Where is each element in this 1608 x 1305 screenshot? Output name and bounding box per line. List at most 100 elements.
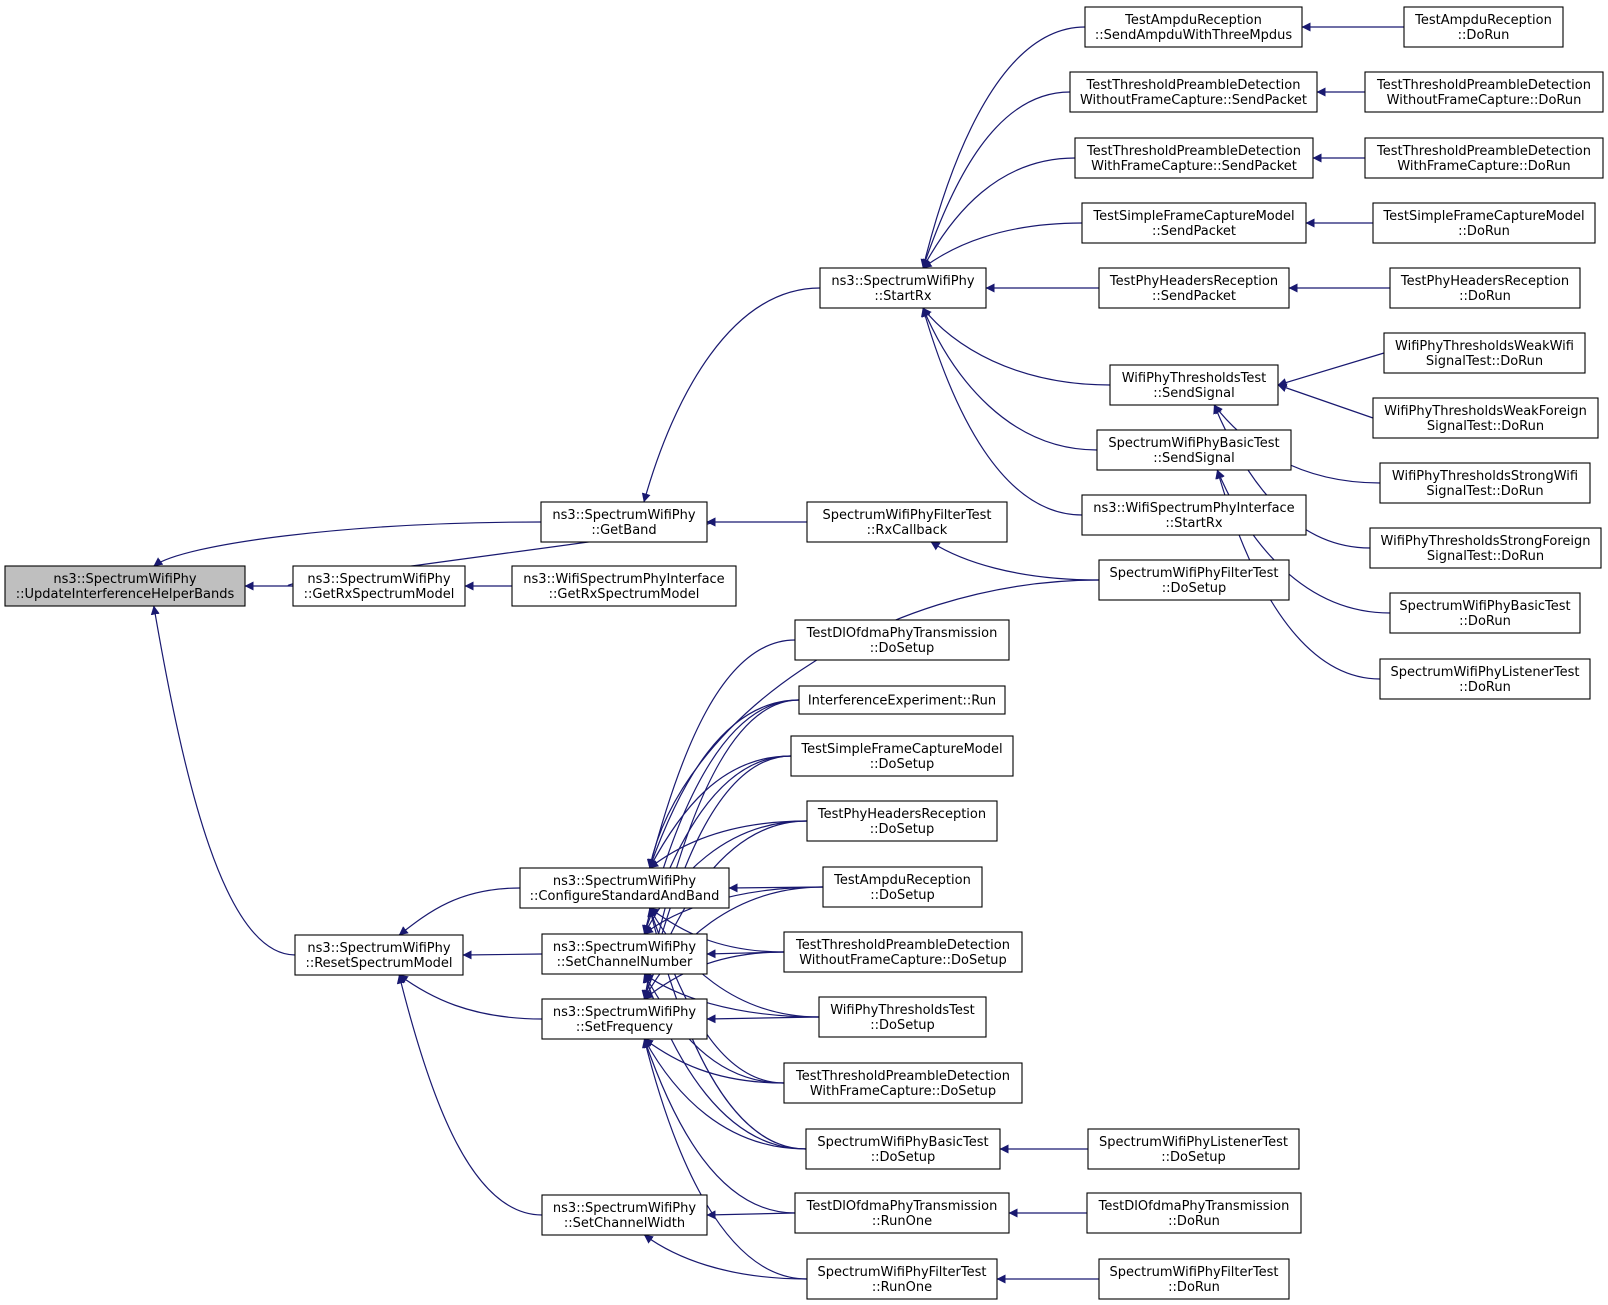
node-listener_dorun[interactable]: SpectrumWifiPhyListenerTest::DoRun: [1379, 658, 1591, 700]
node-swpbt_dorun[interactable]: SpectrumWifiPhyBasicTest::DoRun: [1389, 592, 1581, 634]
node-tpd_wo_dosetup[interactable]: TestThresholdPreambleDetectionWithoutFra…: [783, 931, 1023, 973]
node-label: ::DoRun: [1459, 680, 1511, 695]
node-box: [1098, 559, 1290, 601]
edge-filt_runone-to-setchw: [643, 1234, 808, 1280]
node-configsb[interactable]: ns3::SpectrumWifiPhy::ConfigureStandardA…: [519, 867, 730, 909]
node-interf_run[interactable]: InterferenceExperiment::Run: [798, 685, 1006, 715]
node-label: TestPhyHeadersReception: [1400, 274, 1569, 289]
edge-filt_dosetup-to-filtrxcb: [930, 541, 1100, 581]
node-box: [1364, 137, 1604, 179]
node-tpd_wo_send[interactable]: TestThresholdPreambleDetectionWithoutFra…: [1069, 71, 1318, 113]
node-label: ::SendSignal: [1153, 451, 1234, 466]
node-setchnum[interactable]: ns3::SpectrumWifiPhy::SetChannelNumber: [541, 933, 708, 975]
node-label: WithFrameCapture::DoRun: [1397, 159, 1570, 174]
node-box: [794, 1192, 1010, 1234]
node-label: ::DoSetup: [871, 1150, 936, 1165]
edge-setchw-to-resetsm: [396, 974, 543, 1216]
node-label: ::DoSetup: [870, 822, 935, 837]
node-setchw[interactable]: ns3::SpectrumWifiPhy::SetChannelWidth: [541, 1194, 708, 1236]
node-swpbt_sendsig[interactable]: SpectrumWifiPhyBasicTest::SendSignal: [1096, 429, 1292, 471]
node-tpd_wo_dorun[interactable]: TestThresholdPreambleDetectionWithoutFra…: [1364, 71, 1604, 113]
node-box: [1098, 267, 1290, 309]
node-label: ns3::SpectrumWifiPhy: [307, 572, 450, 587]
node-startrx[interactable]: ns3::SpectrumWifiPhy::StartRx: [819, 267, 987, 309]
node-box: [511, 565, 737, 607]
node-resetsm[interactable]: ns3::SpectrumWifiPhy::ResetSpectrumModel: [294, 934, 464, 976]
edge-resetsm-to-root: [150, 605, 296, 956]
node-setfreq[interactable]: ns3::SpectrumWifiPhy::SetFrequency: [541, 998, 708, 1040]
edge-weakforeign-to-wpt_sendsig: [1277, 383, 1374, 419]
node-phr_dosetup[interactable]: TestPhyHeadersReception::DoSetup: [806, 800, 998, 842]
node-label: ::SetChannelNumber: [557, 955, 693, 970]
node-label: ::SendAmpduWithThreeMpdus: [1095, 28, 1293, 43]
node-ampdu_send[interactable]: TestAmpduReception::SendAmpduWithThreeMp…: [1084, 6, 1303, 48]
node-root[interactable]: ns3::SpectrumWifiPhy::UpdateInterference…: [4, 565, 246, 607]
node-label: TestAmpduReception: [1124, 13, 1262, 28]
node-box: [790, 735, 1014, 777]
node-filtrxcb[interactable]: SpectrumWifiPhyFilterTest::RxCallback: [806, 501, 1008, 543]
node-label: WithoutFrameCapture::SendPacket: [1080, 93, 1307, 108]
edge-tpd_w_dosetup-to-setfreq: [643, 1038, 785, 1084]
node-tpd_w_send[interactable]: TestThresholdPreambleDetectionWithFrameC…: [1074, 137, 1314, 179]
node-box: [819, 267, 987, 309]
node-wpt_dosetup[interactable]: WifiPhyThresholdsTest::DoSetup: [818, 996, 987, 1038]
node-box: [1372, 202, 1596, 244]
node-strongwifi[interactable]: WifiPhyThresholdsStrongWifiSignalTest::D…: [1379, 462, 1591, 504]
node-ampdu_dorun[interactable]: TestAmpduReception::DoRun: [1403, 6, 1564, 48]
node-label: WithoutFrameCapture::DoSetup: [799, 953, 1007, 968]
node-label: TestAmpduReception: [1414, 13, 1552, 28]
node-wspi_startrx[interactable]: ns3::WifiSpectrumPhyInterface::StartRx: [1081, 494, 1307, 536]
node-tpd_w_dorun[interactable]: TestThresholdPreambleDetectionWithFrameC…: [1364, 137, 1604, 179]
node-filt_runone[interactable]: SpectrumWifiPhyFilterTest::RunOne: [806, 1258, 998, 1300]
node-getrxsm[interactable]: ns3::SpectrumWifiPhy::GetRxSpectrumModel: [292, 565, 466, 607]
node-label: ::DoSetup: [870, 1018, 935, 1033]
node-weakforeign[interactable]: WifiPhyThresholdsWeakForeignSignalTest::…: [1372, 397, 1599, 439]
edge-swpbt_dosetup-to-setfreq: [643, 1038, 807, 1150]
node-box: [292, 565, 466, 607]
node-label: TestThresholdPreambleDetection: [1086, 144, 1301, 159]
node-box: [1389, 592, 1581, 634]
node-label: ::SendPacket: [1152, 224, 1236, 239]
node-dlofdma_dosetup[interactable]: TestDlOfdmaPhyTransmission::DoSetup: [794, 619, 1010, 661]
node-label: SpectrumWifiPhyFilterTest: [818, 1265, 987, 1280]
edge-startrx-to-getband: [641, 287, 821, 503]
node-box: [541, 1194, 708, 1236]
node-label: ::UpdateInterferenceHelperBands: [16, 587, 235, 602]
node-strongforeign[interactable]: WifiPhyThresholdsStrongForeignSignalTest…: [1369, 527, 1602, 569]
node-box: [1403, 6, 1564, 48]
node-label: SpectrumWifiPhyListenerTest: [1099, 1135, 1288, 1150]
node-wpt_sendsig[interactable]: WifiPhyThresholdsTest::SendSignal: [1109, 364, 1279, 406]
node-wspi_getrx[interactable]: ns3::WifiSpectrumPhyInterface::GetRxSpec…: [511, 565, 737, 607]
node-label: ns3::SpectrumWifiPhy: [553, 874, 696, 889]
node-weakwifi[interactable]: WifiPhyThresholdsWeakWifiSignalTest::DoR…: [1383, 332, 1586, 374]
node-ampdu_dosetup[interactable]: TestAmpduReception::DoSetup: [822, 866, 983, 908]
edge-wpt_dosetup-to-setfreq: [706, 1014, 820, 1024]
node-getband[interactable]: ns3::SpectrumWifiPhy::GetBand: [540, 501, 708, 543]
node-label: SignalTest::DoRun: [1426, 354, 1543, 369]
node-dlofdma_runone[interactable]: TestDlOfdmaPhyTransmission::RunOne: [794, 1192, 1010, 1234]
node-filt_dorun[interactable]: SpectrumWifiPhyFilterTest::DoRun: [1098, 1258, 1290, 1300]
node-phr_dorun[interactable]: TestPhyHeadersReception::DoRun: [1389, 267, 1581, 309]
node-label: ns3::SpectrumWifiPhy: [553, 1005, 696, 1020]
node-label: WithFrameCapture::SendPacket: [1091, 159, 1297, 174]
node-label: WithoutFrameCapture::DoRun: [1387, 93, 1582, 108]
node-label: ns3::SpectrumWifiPhy: [552, 508, 695, 523]
node-label: TestThresholdPreambleDetection: [1376, 144, 1591, 159]
node-box: [818, 996, 987, 1038]
node-listener_dosetup[interactable]: SpectrumWifiPhyListenerTest::DoSetup: [1087, 1128, 1300, 1170]
node-box: [806, 501, 1008, 543]
node-box: [798, 685, 1006, 715]
node-sfcm_dosetup[interactable]: TestSimpleFrameCaptureModel::DoSetup: [790, 735, 1014, 777]
node-label: ::DoSetup: [1161, 1150, 1226, 1165]
node-label: ::DoRun: [1459, 614, 1511, 629]
node-label: ::DoSetup: [1162, 581, 1227, 596]
node-tpd_w_dosetup[interactable]: TestThresholdPreambleDetectionWithFrameC…: [783, 1062, 1023, 1104]
node-filt_dosetup[interactable]: SpectrumWifiPhyFilterTest::DoSetup: [1098, 559, 1290, 601]
node-label: ::RunOne: [872, 1280, 932, 1295]
node-sfcm_dorun[interactable]: TestSimpleFrameCaptureModel::DoRun: [1372, 202, 1596, 244]
node-dlofdma_dorun[interactable]: TestDlOfdmaPhyTransmission::DoRun: [1086, 1192, 1302, 1234]
node-swpbt_dosetup[interactable]: SpectrumWifiPhyBasicTest::DoSetup: [805, 1128, 1001, 1170]
node-label: SignalTest::DoRun: [1427, 549, 1544, 564]
node-phr_send[interactable]: TestPhyHeadersReception::SendPacket: [1098, 267, 1290, 309]
node-sfcm_send[interactable]: TestSimpleFrameCaptureModel::SendPacket: [1081, 202, 1307, 244]
